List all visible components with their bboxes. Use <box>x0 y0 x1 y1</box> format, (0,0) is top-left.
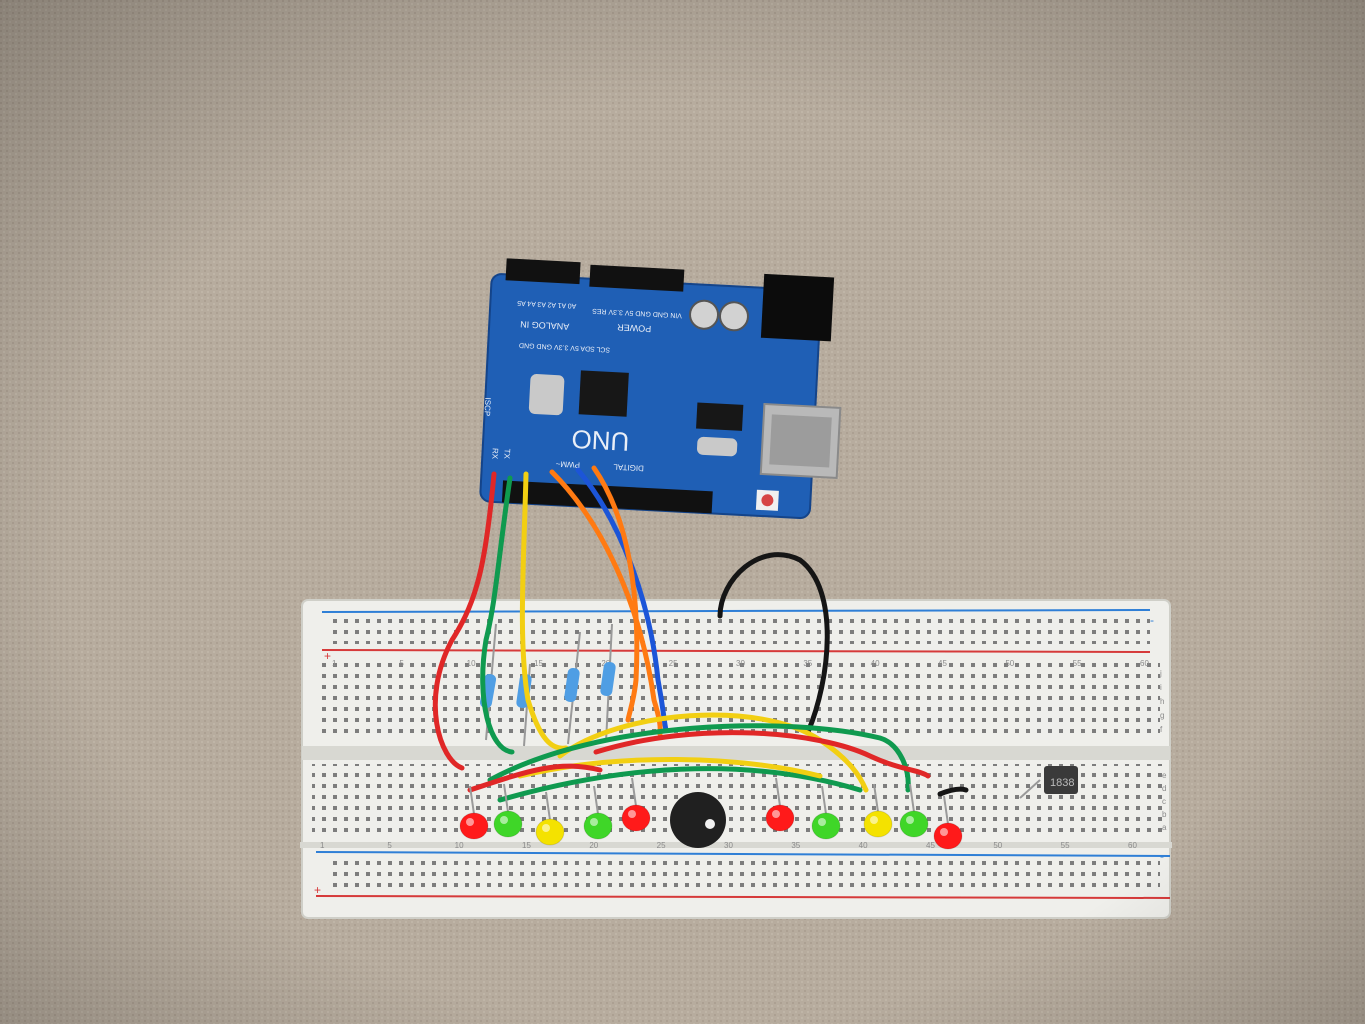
pwm-label: PWM~ <box>555 459 580 469</box>
iscp-label: ISCP <box>482 397 492 416</box>
column-label: 60 <box>1128 841 1137 850</box>
column-label: 40 <box>871 659 880 668</box>
column-label: 15 <box>522 841 531 850</box>
capacitor <box>689 299 720 330</box>
rx-label: RX <box>490 448 500 460</box>
column-label: 1 <box>332 659 337 668</box>
row-letter: i <box>1160 683 1162 692</box>
column-label: 40 <box>859 841 868 850</box>
usb-serial-chip <box>696 402 744 431</box>
column-label: 25 <box>669 659 678 668</box>
column-label: 30 <box>724 841 733 850</box>
ir-receiver-label: 1838 <box>1050 777 1074 789</box>
row-letter: e <box>1162 771 1167 780</box>
rail-plus-label: + <box>324 649 331 663</box>
column-label: 10 <box>455 841 464 850</box>
power-jack <box>760 273 835 342</box>
column-label: 50 <box>1005 659 1014 668</box>
rail-minus-label: - <box>1160 849 1164 863</box>
column-label: 20 <box>589 841 598 850</box>
row-letter: c <box>1162 797 1166 806</box>
column-label: 5 <box>387 841 392 850</box>
column-label: 35 <box>803 659 812 668</box>
tx-label: TX <box>502 448 512 459</box>
crystal <box>528 374 565 416</box>
row-letter: h <box>1160 697 1164 706</box>
column-label: 45 <box>926 841 935 850</box>
rail-plus-label: + <box>314 883 321 897</box>
crystal <box>696 436 738 457</box>
board-model-label: UNO <box>571 424 630 457</box>
center-channel <box>302 746 1170 760</box>
rail-minus-label: - <box>1150 613 1154 627</box>
power-label: POWER <box>616 322 651 334</box>
column-label: 25 <box>657 841 666 850</box>
column-label: 50 <box>993 841 1002 850</box>
column-label: 5 <box>399 659 404 668</box>
arduino-board: UNO POWER ANALOG IN DIGITAL PWM~ ISCP TX… <box>479 258 842 520</box>
analog-header <box>505 258 581 285</box>
column-label: 30 <box>736 659 745 668</box>
column-label: 1 <box>320 841 325 850</box>
row-letter: b <box>1162 810 1167 819</box>
column-label: 15 <box>534 659 543 668</box>
capacitor <box>718 301 749 332</box>
column-label: 60 <box>1140 659 1149 668</box>
microcontroller-chip <box>578 370 629 417</box>
column-label: 35 <box>791 841 800 850</box>
row-letter: a <box>1162 823 1167 832</box>
column-label: 55 <box>1073 659 1082 668</box>
column-label: 10 <box>467 659 476 668</box>
digital-label: DIGITAL <box>613 462 645 473</box>
row-letter: g <box>1160 711 1164 720</box>
piezo-buzzer <box>670 792 726 848</box>
row-letter: d <box>1162 784 1166 793</box>
column-label: 55 <box>1061 841 1070 850</box>
row-letter: j <box>1159 669 1162 678</box>
column-label: 45 <box>938 659 947 668</box>
